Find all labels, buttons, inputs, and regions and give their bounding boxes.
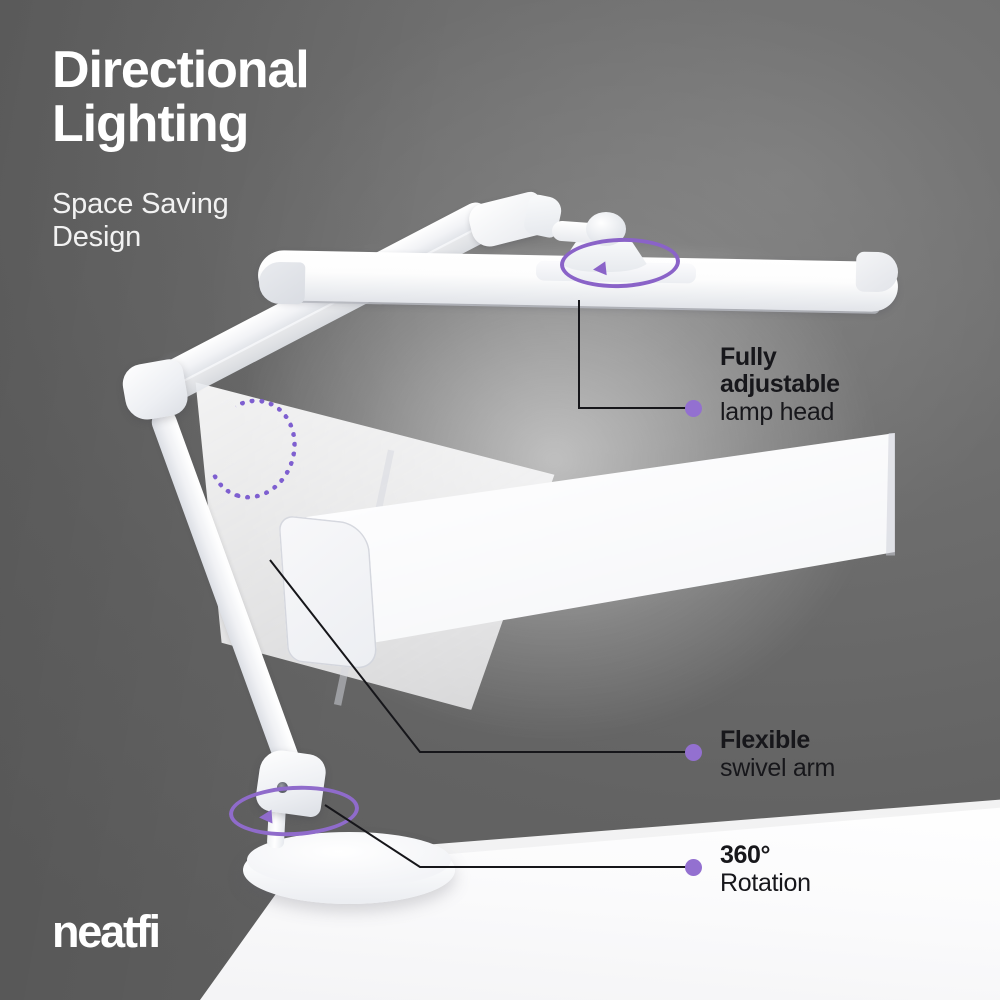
callout-lamp-head-title: Fully adjustable [720, 343, 840, 398]
leader-line-rotation [324, 804, 694, 868]
head-joint-ball [586, 212, 626, 246]
callout-dot-rotation [685, 859, 702, 876]
callout-lamp-head-text: lamp head [720, 398, 835, 426]
callout-swivel-arm-text: swivel arm [720, 754, 836, 782]
callout-swivel-arm: Flexible swivel arm [720, 726, 836, 783]
callout-rotation-text: Rotation [720, 869, 811, 897]
leader-line-swivel-arm [269, 559, 694, 753]
led-panel-rim [886, 433, 895, 556]
brand-logo: neatfi [52, 906, 161, 957]
page-title: Directional Lighting [52, 41, 310, 153]
callout-dot-lamp-head [685, 400, 702, 417]
callout-dot-swivel-arm [685, 744, 702, 761]
callout-swivel-arm-title: Flexible [720, 726, 810, 754]
leader-line-lamp-head [578, 300, 694, 409]
base-joint-screw [277, 782, 288, 793]
callout-rotation: 360° Rotation [720, 841, 811, 898]
callout-rotation-title: 360° [720, 841, 771, 869]
page-subtitle: Space Saving Design [52, 188, 229, 254]
callout-lamp-head: Fully adjustable lamp head [720, 343, 840, 427]
